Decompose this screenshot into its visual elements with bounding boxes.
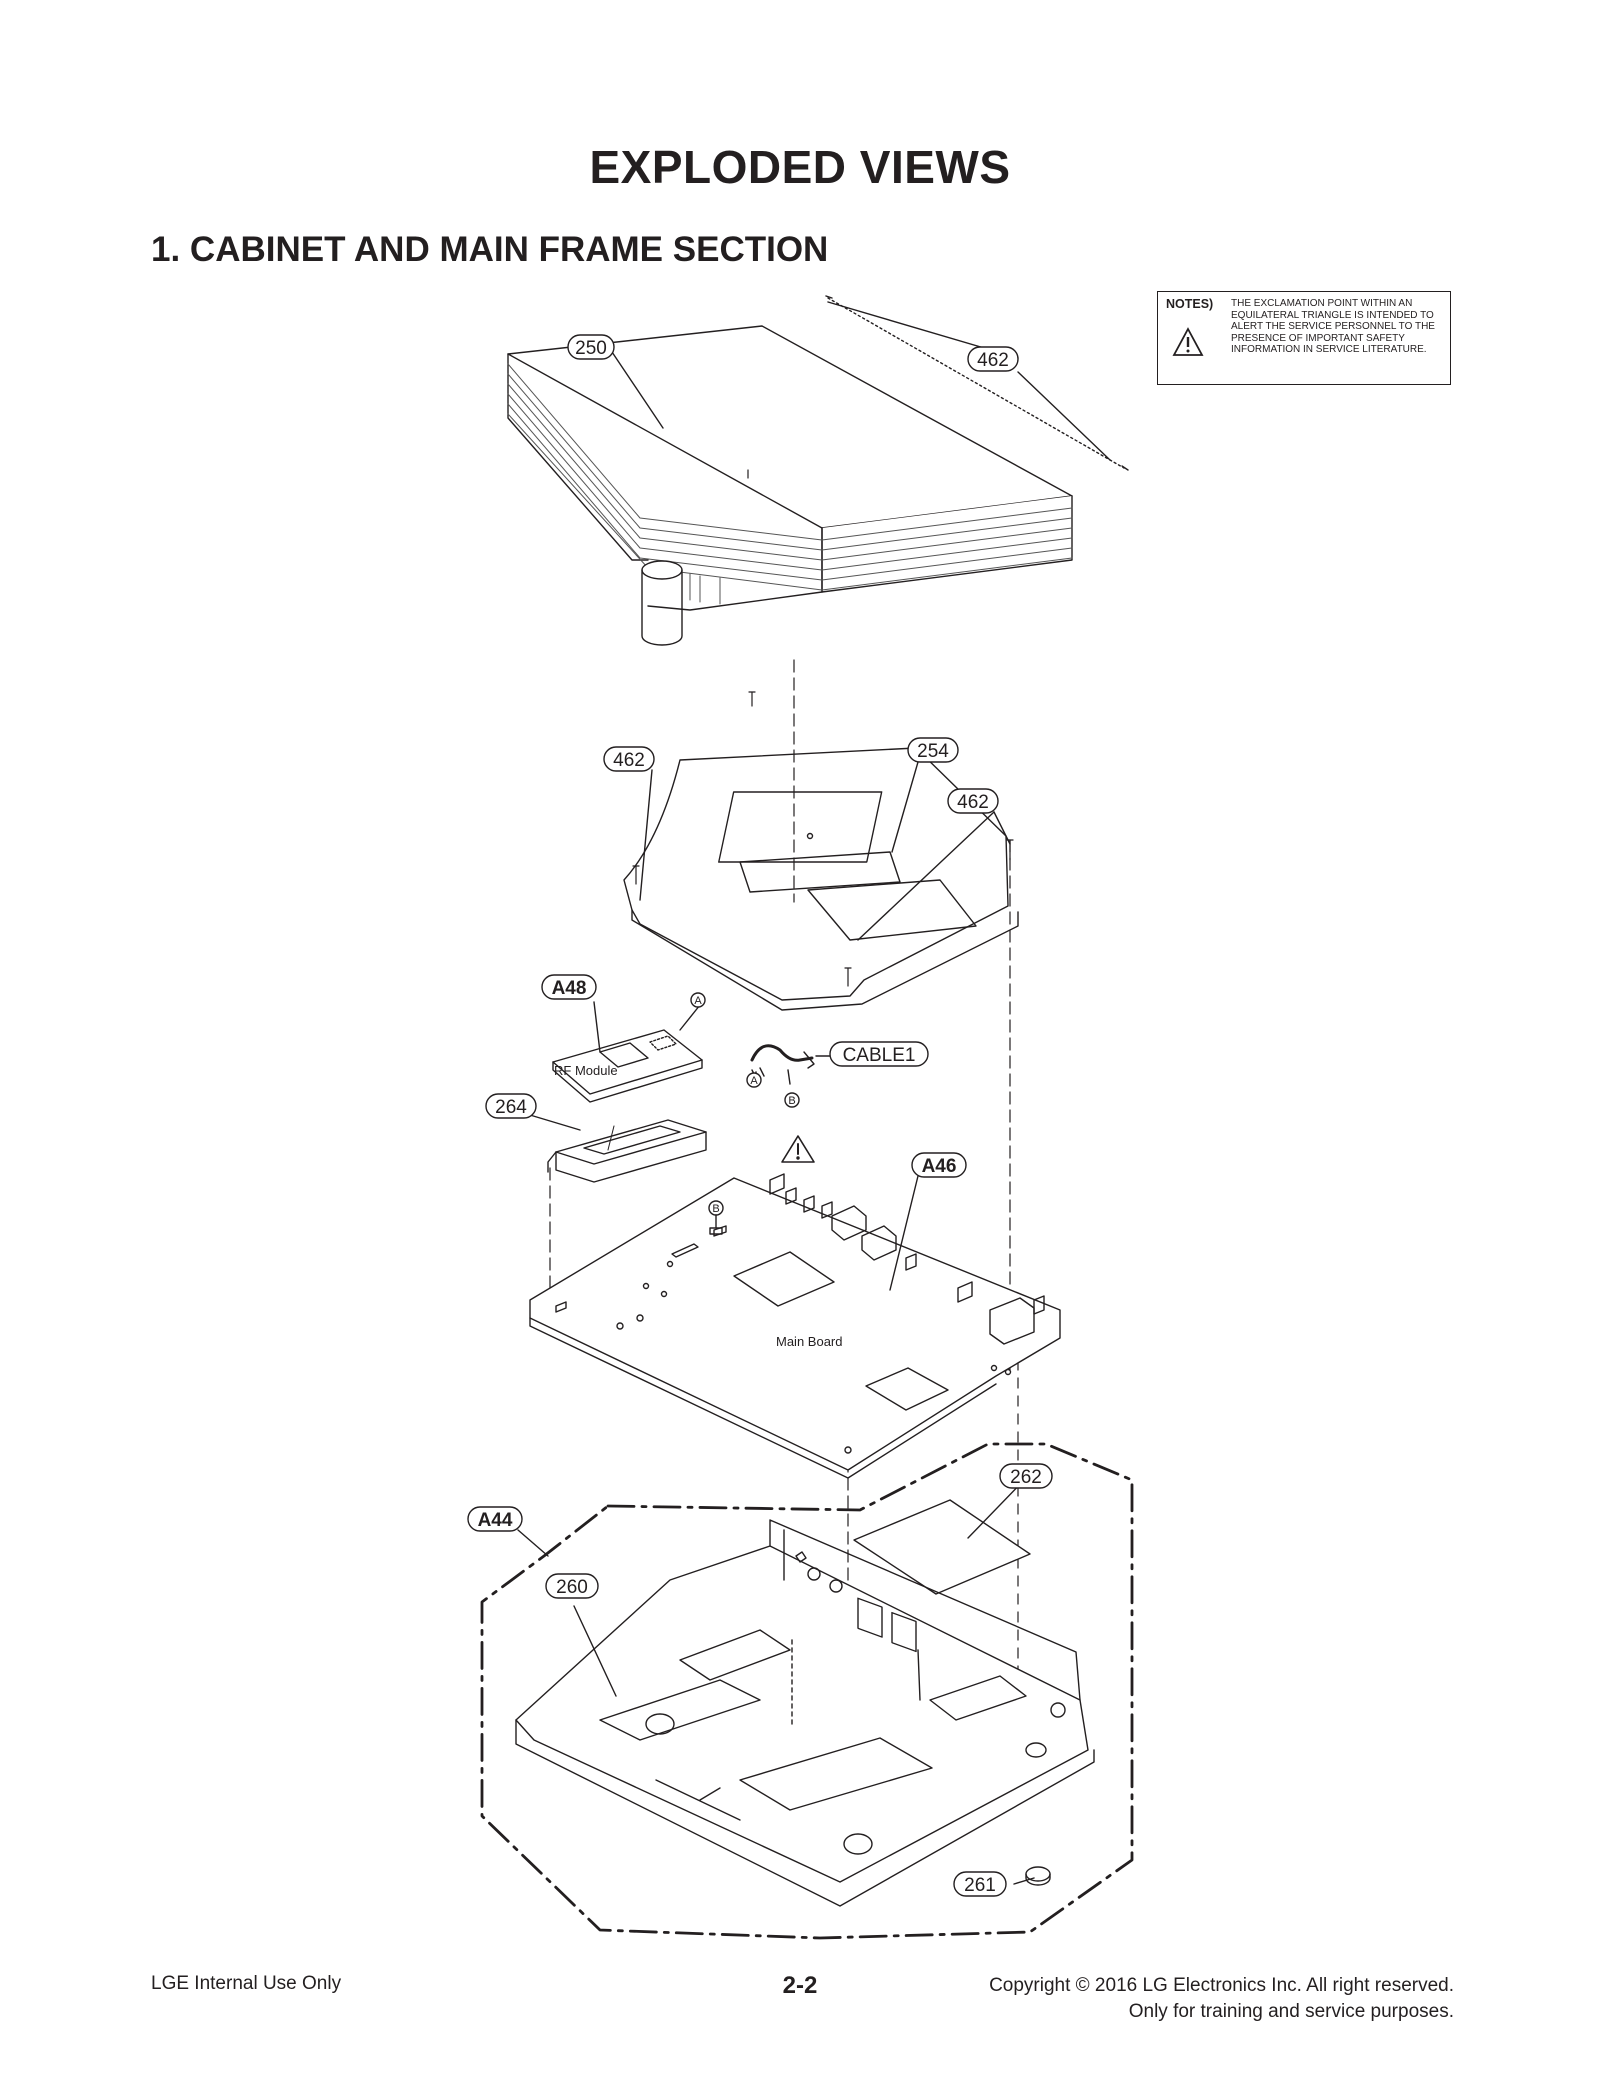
- svg-text:262: 262: [1010, 1467, 1042, 1488]
- callout-462-left: 462: [603, 746, 655, 772]
- pad-262: [853, 1473, 1031, 1595]
- page-title: EXPLODED VIEWS: [589, 141, 1011, 193]
- connector-a-marker-rf: A: [690, 992, 706, 1008]
- shield-plate-254: [623, 747, 1019, 1011]
- training-notice-line: Only for training and service purposes.: [1128, 2001, 1454, 2022]
- rf-module-label: RF Module: [554, 1063, 618, 1078]
- callout-264: 264: [485, 1093, 537, 1119]
- callout-261: 261: [953, 1871, 1007, 1897]
- svg-text:A: A: [694, 995, 702, 1007]
- connector-b-marker-cable: B: [784, 1092, 800, 1108]
- copyright-line: Copyright © 2016 LG Electronics Inc. All…: [989, 1975, 1454, 1996]
- svg-text:462: 462: [957, 792, 989, 813]
- callout-a48: A48: [541, 974, 597, 1000]
- connector-b-marker-board: B: [708, 1200, 724, 1235]
- svg-text:260: 260: [556, 1577, 588, 1598]
- callout-262: 262: [999, 1463, 1053, 1489]
- cable1: [750, 1044, 839, 1085]
- svg-text:CABLE1: CABLE1: [843, 1045, 916, 1066]
- warning-triangle-icon: [1172, 327, 1204, 356]
- callout-cable1: CABLE1: [829, 1041, 929, 1067]
- svg-text:462: 462: [613, 750, 645, 771]
- svg-text:264: 264: [495, 1097, 527, 1118]
- main-board-a46: [529, 1173, 1061, 1479]
- foot-261: [1013, 1866, 1051, 1886]
- safety-notes-box: NOTES) THE EXCLAMATION POINT WITHIN AN E…: [1157, 291, 1451, 385]
- chassis-tray-260: [515, 1519, 1095, 1907]
- bracket-264: [519, 1111, 707, 1183]
- footer-internal-use: LGE Internal Use Only: [151, 1973, 342, 1994]
- callout-462-top: 462: [967, 346, 1019, 372]
- connector-a-marker-cable: A: [746, 1072, 762, 1088]
- callout-a46: A46: [911, 1152, 967, 1178]
- page-number: 2-2: [782, 1972, 818, 1999]
- svg-text:261: 261: [964, 1875, 996, 1896]
- svg-text:462: 462: [977, 350, 1009, 371]
- main-board-label: Main Board: [776, 1334, 842, 1349]
- callout-a44: A44: [467, 1506, 523, 1532]
- svg-text:A46: A46: [922, 1156, 957, 1177]
- rf-module-a48: [552, 1001, 703, 1103]
- svg-text:B: B: [788, 1095, 795, 1107]
- section-heading: 1. CABINET AND MAIN FRAME SECTION: [151, 230, 829, 269]
- callout-462-right: 462: [947, 788, 999, 814]
- screws-462-top: [825, 295, 1129, 471]
- top-cover-250: [507, 325, 1073, 646]
- footer-copyright: Copyright © 2016 LG Electronics Inc. All…: [989, 1973, 1454, 2025]
- svg-text:A44: A44: [478, 1510, 513, 1531]
- svg-text:254: 254: [917, 741, 949, 762]
- callout-254: 254: [907, 737, 959, 763]
- svg-text:250: 250: [575, 338, 607, 359]
- svg-text:A: A: [750, 1075, 758, 1087]
- chassis-a44-outline: [480, 1442, 1134, 1940]
- notes-label: NOTES): [1166, 297, 1214, 311]
- callout-260: 260: [545, 1573, 599, 1599]
- svg-text:B: B: [712, 1203, 719, 1215]
- notes-text: THE EXCLAMATION POINT WITHIN AN EQUILATE…: [1231, 298, 1435, 356]
- callout-250: 250: [567, 334, 615, 360]
- svg-text:A48: A48: [552, 978, 587, 999]
- warning-triangle-icon: [781, 1135, 815, 1163]
- screw-icons: [632, 691, 1014, 987]
